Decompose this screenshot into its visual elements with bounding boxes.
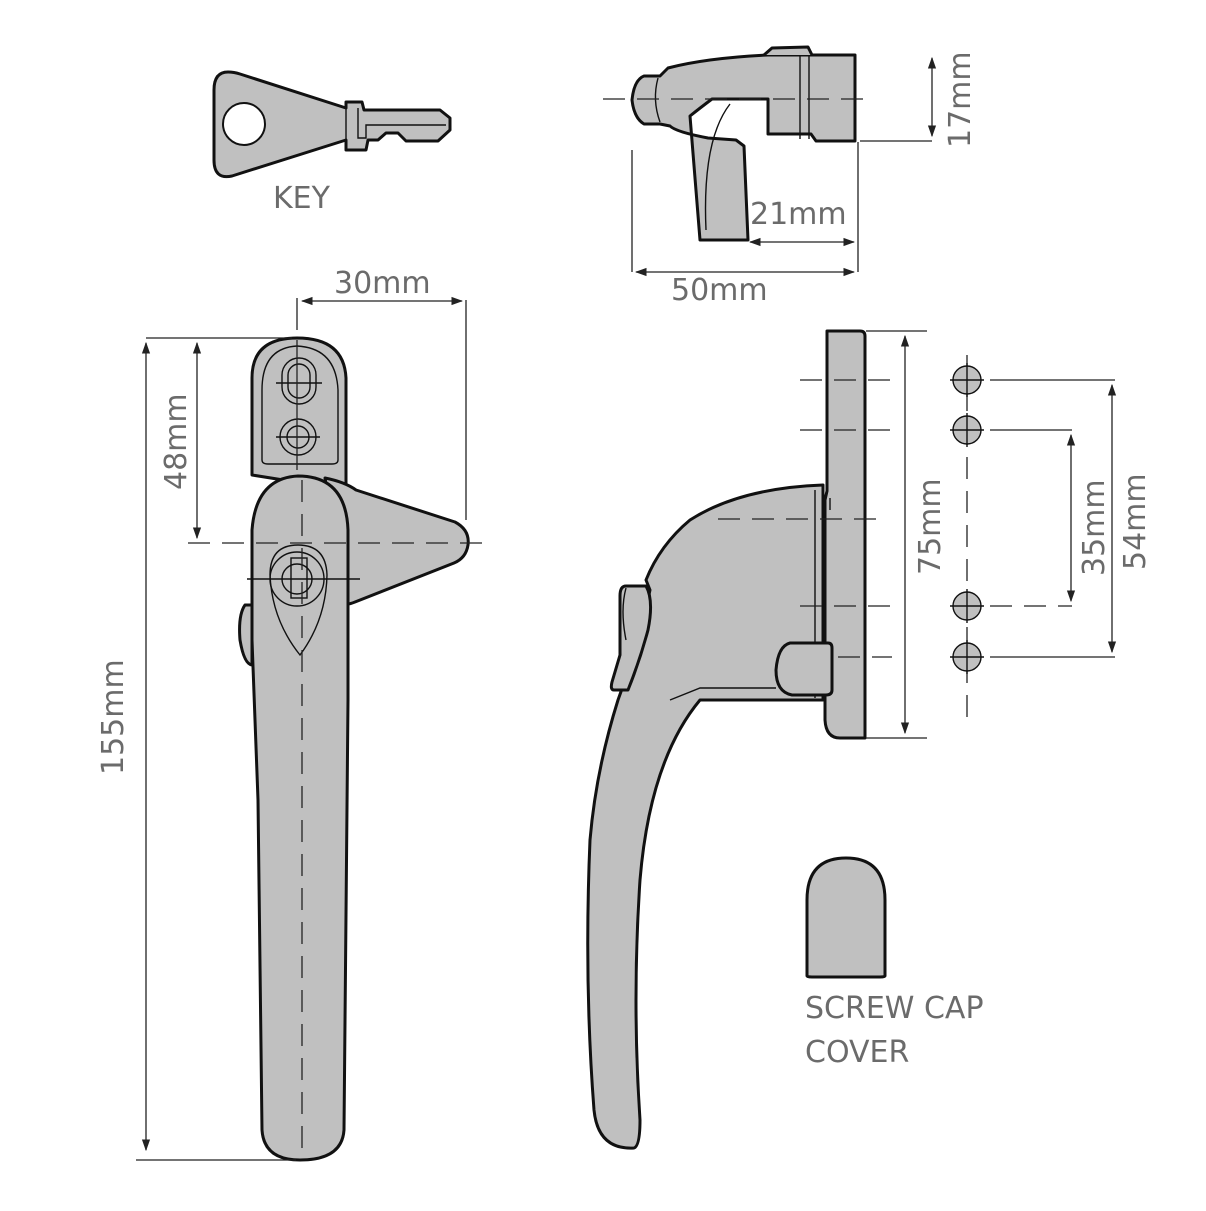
front-view-drawing (136, 296, 488, 1162)
screw-cap-label-line2: COVER (805, 1035, 909, 1070)
side-view-drawing (586, 329, 927, 1150)
top-view-height-dim: 17mm (943, 51, 978, 148)
side-view-backplate-dim: 75mm (913, 478, 948, 575)
front-view-width-dim: 30mm (334, 266, 431, 301)
fixing-holes-drawing (950, 355, 1117, 720)
key-label: KEY (273, 181, 331, 216)
top-view-depth-dim: 50mm (671, 273, 768, 308)
screw-cap-label-line1: SCREW CAP (805, 991, 984, 1026)
top-view-drawing (603, 45, 937, 277)
top-view-spindle-dim: 21mm (750, 197, 847, 232)
screw-cap-drawing (805, 856, 887, 979)
holes-outer-centers-dim: 54mm (1118, 473, 1153, 570)
front-view-overall-length-dim: 155mm (96, 659, 131, 775)
key-drawing (212, 70, 452, 179)
front-view-top-to-center-dim: 48mm (159, 393, 194, 490)
holes-inner-centers-dim: 35mm (1077, 479, 1112, 576)
